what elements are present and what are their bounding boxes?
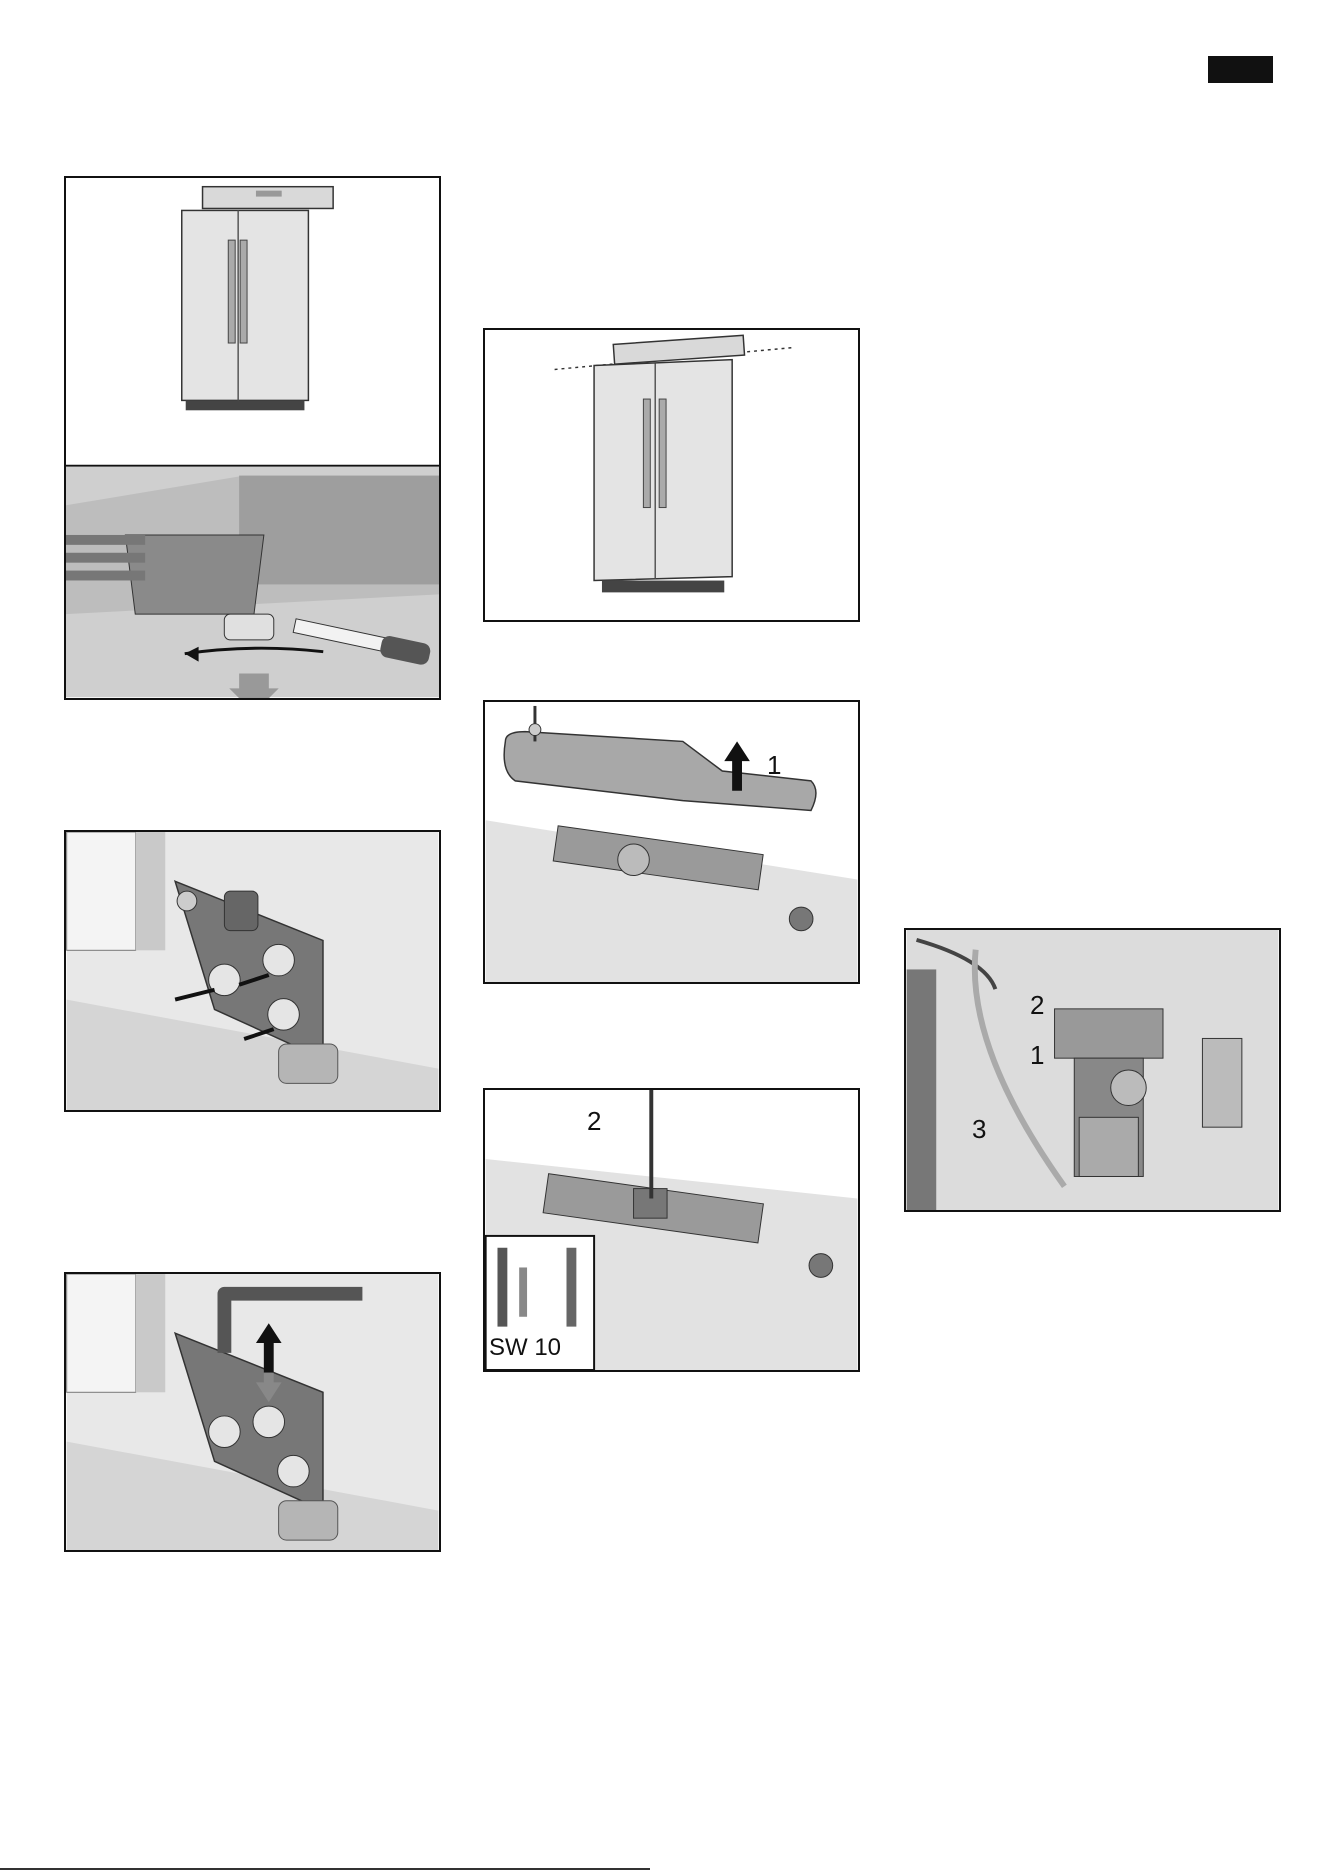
callout-1: 1 xyxy=(767,752,781,778)
callout-2: 2 xyxy=(587,1108,601,1134)
callout-1: 1 xyxy=(1030,1042,1044,1068)
figure-level-check xyxy=(483,328,860,622)
level-check-illustration xyxy=(485,330,858,620)
refrigerator-icon xyxy=(594,360,732,593)
hinge-allen-key-illustration xyxy=(66,1274,439,1550)
top-cover-illustration xyxy=(485,702,858,982)
language-tab xyxy=(1208,56,1273,83)
wrench-icon xyxy=(497,1248,507,1327)
callout-2: 2 xyxy=(1030,992,1044,1018)
hinge-bolts-illustration xyxy=(66,832,439,1110)
screwdriver-icon xyxy=(567,1248,577,1327)
figure-hinge-bolts xyxy=(64,830,441,1112)
water-valve-illustration xyxy=(906,930,1279,1210)
figure-hinge-nut: 2 SW 10 xyxy=(483,1088,860,1372)
figure-hinge-allen-key xyxy=(64,1272,441,1552)
feet-adjustment-illustration xyxy=(66,178,439,698)
figure-top-cover: 1 xyxy=(483,700,860,984)
footer-rule xyxy=(0,1868,650,1870)
figure-water-valve: 2 1 3 xyxy=(904,928,1281,1212)
figure-feet-adjustment xyxy=(64,176,441,700)
spirit-level-icon xyxy=(203,187,334,209)
refrigerator-icon xyxy=(182,210,309,410)
socket-icon xyxy=(519,1267,527,1316)
hinge-nut-illustration xyxy=(485,1090,858,1370)
callout-3: 3 xyxy=(972,1116,986,1142)
tool-size-label: SW 10 xyxy=(489,1336,561,1360)
